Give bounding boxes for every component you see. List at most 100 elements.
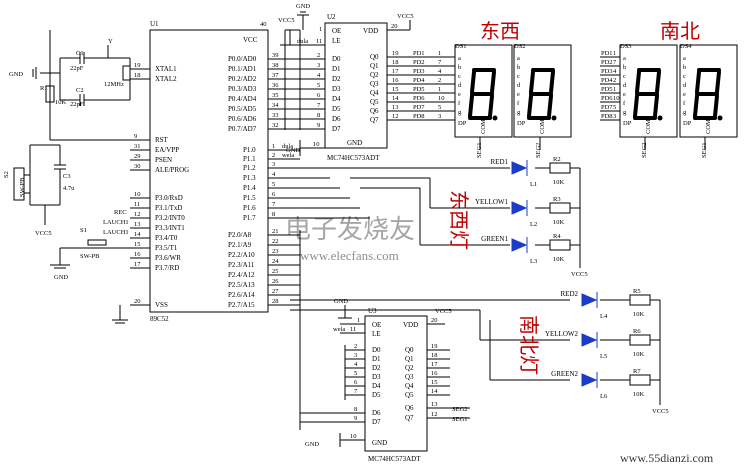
crystal-ref: Y — [108, 38, 113, 45]
ns-net-pin: 1 — [613, 50, 616, 57]
display-seg-letter: b — [623, 64, 626, 71]
mcu-vcc-label: VCC — [243, 36, 258, 44]
u2-net-pin: 10 — [438, 95, 445, 102]
u3-d-pin: 6 — [354, 379, 358, 386]
crystal-value: 12MHz — [104, 81, 124, 88]
wires — [13, 11, 738, 452]
ns-net-label: PD4 — [601, 77, 613, 84]
display-ds2-box — [513, 44, 572, 138]
r1-value: 10K — [55, 99, 67, 106]
u3-d-label: D1 — [372, 355, 381, 363]
u3-part: MC74HC573ADT — [368, 455, 421, 463]
u2-d-label: D4 — [332, 95, 341, 103]
u2-d-label: D0 — [332, 55, 341, 63]
u3-wela: wela — [333, 326, 345, 333]
u3-d-label: D7 — [372, 418, 381, 426]
display-seg-letter: c — [458, 73, 461, 80]
display-seg-letter: d — [623, 82, 627, 89]
gnd-label-top: GND — [296, 3, 310, 10]
display-seg-letter: c — [517, 73, 520, 80]
mcu-p2-pin-name: P2.4/A12 — [228, 271, 255, 279]
watermark-site-bottom: www.55dianzi.com — [620, 451, 714, 465]
u2-net-pin: 2 — [438, 77, 441, 84]
u2-ref: U2 — [327, 13, 336, 21]
u3-d-label: D0 — [372, 346, 381, 354]
ns-net-pin: 1 — [613, 86, 616, 93]
mcu-body — [149, 29, 269, 313]
u3-oe-pin: 1 — [357, 317, 360, 324]
ew-resistor-value: 10K — [553, 219, 565, 226]
mcu-p1-pin-num: 7 — [272, 201, 276, 208]
mcu-left-pin-name: P3.3/INT1 — [155, 224, 185, 232]
u2-q-pin: 19 — [392, 50, 399, 57]
display-com: COM — [539, 119, 546, 134]
display-seg-letter: f — [683, 100, 686, 107]
u3-q-pin: 16 — [431, 370, 438, 377]
u2-net-label: PD7 — [413, 104, 425, 111]
u3-gnd: GND — [372, 439, 387, 447]
u3-le-pin: 11 — [350, 326, 356, 333]
display-seg-letter: a — [458, 55, 461, 62]
vcc5-label-top: VCC5 — [278, 17, 295, 24]
display-seg-letter: e — [517, 91, 520, 98]
gnd-label-s1: GND — [54, 274, 68, 281]
u3-q-pin: 19 — [431, 343, 438, 350]
mcu-p0-pin-name: P0.0/AD0 — [228, 55, 257, 63]
u2-d-label: D5 — [332, 105, 341, 113]
u3-seg2-net: SEG2 — [452, 406, 468, 413]
u3-vdd-pin: 20 — [431, 317, 438, 324]
mcu-p1-pin-name: P1.1 — [243, 155, 256, 163]
u2-d-pin: 4 — [317, 72, 321, 79]
display-ref: DS2 — [514, 43, 526, 50]
mcu-p1-pin-name: P1.3 — [243, 174, 256, 182]
mcu-left-pin-num: 11 — [134, 201, 140, 208]
watermark-site-mid: www.elecfans.com — [300, 248, 399, 263]
display-seg-letter: d — [458, 82, 462, 89]
display-seg-letter: g — [683, 109, 687, 116]
mcu-left-pin-num: 14 — [134, 231, 141, 238]
u3-d-label: D3 — [372, 373, 381, 381]
led-symbols — [511, 160, 598, 388]
mcu-p0-pin-name: P0.2/AD2 — [228, 75, 257, 83]
display-seg-letter: e — [683, 91, 686, 98]
display-seg-letter: g — [623, 109, 627, 116]
mcu-left-pin-name: XTAL2 — [155, 75, 177, 83]
u3-q-label: Q4 — [405, 382, 414, 390]
mcu-p0-pin-num: 36 — [272, 82, 279, 89]
mcu-p0-pin-name: P0.7/AD7 — [228, 125, 257, 133]
mcu-left-pin-name: EA/VPP — [155, 146, 179, 154]
ns-resistor-ref: R6 — [633, 328, 641, 335]
ns-led-label: RED2 — [561, 290, 579, 298]
u3-d-label: D2 — [372, 364, 381, 372]
gnd-label-u2: GND — [286, 147, 300, 154]
display-seg-letter: b — [683, 64, 686, 71]
u3-q-label: Q0 — [405, 346, 414, 354]
display-com: COM — [705, 119, 712, 134]
u2-net-label: PD3 — [413, 68, 425, 75]
mcu-p1-pin-name: P1.6 — [243, 204, 256, 212]
mcu-left-pin-name: P3.7/RD — [155, 264, 179, 272]
mcu-left-pin-name: ALE/PROG — [155, 166, 189, 174]
u2-net-label: PD5 — [413, 86, 425, 93]
mcu-p2-pin-num: 23 — [272, 248, 279, 255]
u3-oe: OE — [372, 321, 381, 329]
u2-q-label: Q3 — [370, 80, 379, 88]
display-seg-letter: a — [683, 55, 686, 62]
mcu-left-pin-num: 30 — [134, 163, 141, 170]
mcu-left-pin-name: P3.5/T1 — [155, 244, 178, 252]
display-seg-letter: DP — [517, 120, 526, 127]
mcu-left-pin-name: P3.1/TxD — [155, 204, 182, 212]
ns-net-pin: 4 — [613, 68, 617, 75]
mcu-left-pin-name: PSEN — [155, 156, 172, 164]
ns-net-label: PD3 — [601, 68, 613, 75]
u2-net-pin: 1 — [438, 86, 441, 93]
mcu-p2-pin-name: P2.3/A11 — [228, 261, 255, 269]
display-seg-letter: f — [517, 100, 520, 107]
mcu-p0-pin-name: P0.1/AD1 — [228, 65, 257, 73]
mcu-p2-pin-name: P2.6/A14 — [228, 291, 255, 299]
ns-leds-title: 南北灯 — [517, 315, 541, 375]
mcu-p2-pin-num: 27 — [272, 288, 279, 295]
u2-gnd: GND — [347, 139, 362, 147]
mcu-p1-pin-name: P1.0 — [243, 146, 256, 154]
mcu-left-pin-name: P3.2/INT0 — [155, 214, 185, 222]
